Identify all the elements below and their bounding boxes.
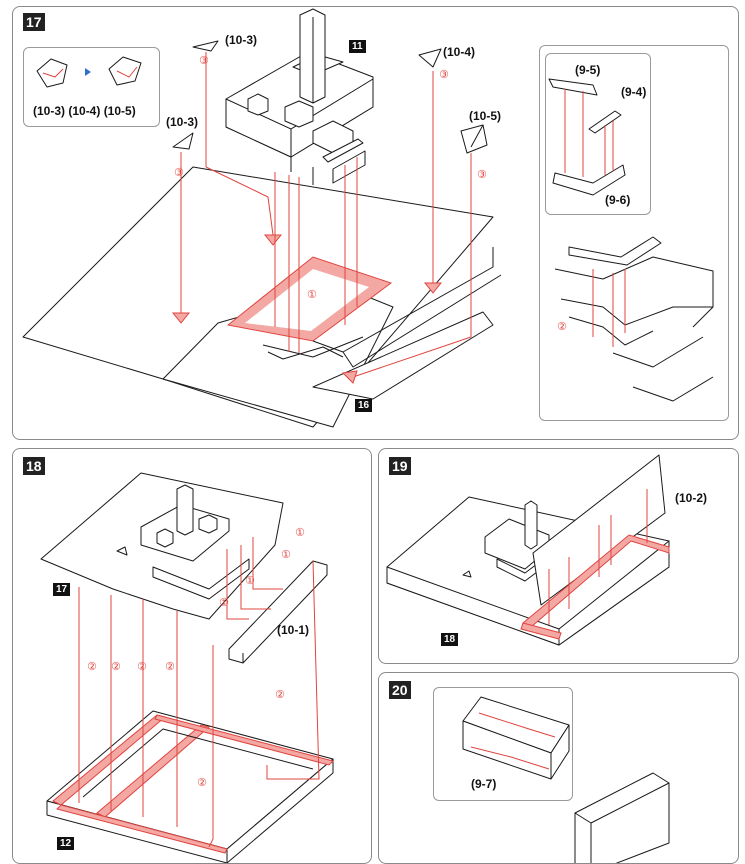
label-9-5: (9-5) xyxy=(575,63,601,77)
ref-18: 18 xyxy=(441,633,459,646)
inset-pieces xyxy=(36,56,142,88)
piece-9-5 xyxy=(548,78,598,96)
ref-11: 11 xyxy=(349,40,366,53)
step-19-panel: 19 (10-2) 18 xyxy=(378,448,739,664)
label-10-3-top: (10-3) xyxy=(225,33,258,47)
piece-9-4 xyxy=(588,110,622,134)
step-number: 20 xyxy=(389,681,411,699)
circle-2: ② xyxy=(557,320,567,333)
step-number: 17 xyxy=(23,13,45,31)
circle-1: ① xyxy=(295,526,305,539)
ref-16: 16 xyxy=(355,399,373,412)
piece-10-3-left xyxy=(172,132,194,150)
label-9-4: (9-4) xyxy=(621,85,647,99)
piece-10-3-top xyxy=(192,40,219,52)
step-20-panel: 20 (9-7) xyxy=(378,672,739,864)
detail-diagram xyxy=(548,78,714,402)
ref-12: 12 xyxy=(57,837,75,850)
label-10-2: (10-2) xyxy=(675,491,708,505)
piece-9-6 xyxy=(552,164,626,196)
circle-2: ② xyxy=(87,660,97,673)
circle-2: ② xyxy=(165,660,175,673)
step-17-diagram xyxy=(22,8,502,428)
inset-part-labels: (10-3) (10-4) (10-5) xyxy=(33,104,136,118)
circle-3: ③ xyxy=(199,54,209,67)
label-10-4: (10-4) xyxy=(443,45,476,59)
piece-10-4 xyxy=(418,48,442,68)
step-number: 19 xyxy=(389,457,411,475)
circle-1: ① xyxy=(307,288,317,301)
step-20-diagram xyxy=(462,696,670,863)
circle-3: ③ xyxy=(477,168,487,181)
inset-sequence-box xyxy=(23,47,160,127)
base-sheet xyxy=(22,166,494,428)
circle-2: ② xyxy=(275,688,285,701)
circle-2: ② xyxy=(111,660,121,673)
label-10-3-left: (10-3) xyxy=(166,115,199,129)
label-10-5: (10-5) xyxy=(469,109,502,123)
circle-1: ① xyxy=(245,574,255,587)
label-10-1: (10-1) xyxy=(277,623,310,637)
piece-10-5 xyxy=(460,124,488,154)
tower xyxy=(176,484,194,536)
step-18-diagram xyxy=(40,472,334,863)
ref-17: 17 xyxy=(53,583,71,596)
tower xyxy=(524,500,538,550)
circle-1: ① xyxy=(281,548,291,561)
circle-2: ② xyxy=(137,660,147,673)
step-18-panel: 18 (10-1) 17 12 ① ① ① ① ② ② ② xyxy=(12,448,372,864)
step-17-panel: 17 xyxy=(12,6,739,440)
step-19-diagram xyxy=(386,454,670,646)
label-9-7: (9-7) xyxy=(471,777,497,791)
label-9-6: (9-6) xyxy=(605,193,631,207)
step-number: 18 xyxy=(23,457,45,475)
circle-1: ① xyxy=(219,596,229,609)
circle-3: ③ xyxy=(439,68,449,81)
circle-2: ② xyxy=(197,776,207,789)
circle-3: ③ xyxy=(174,166,184,179)
